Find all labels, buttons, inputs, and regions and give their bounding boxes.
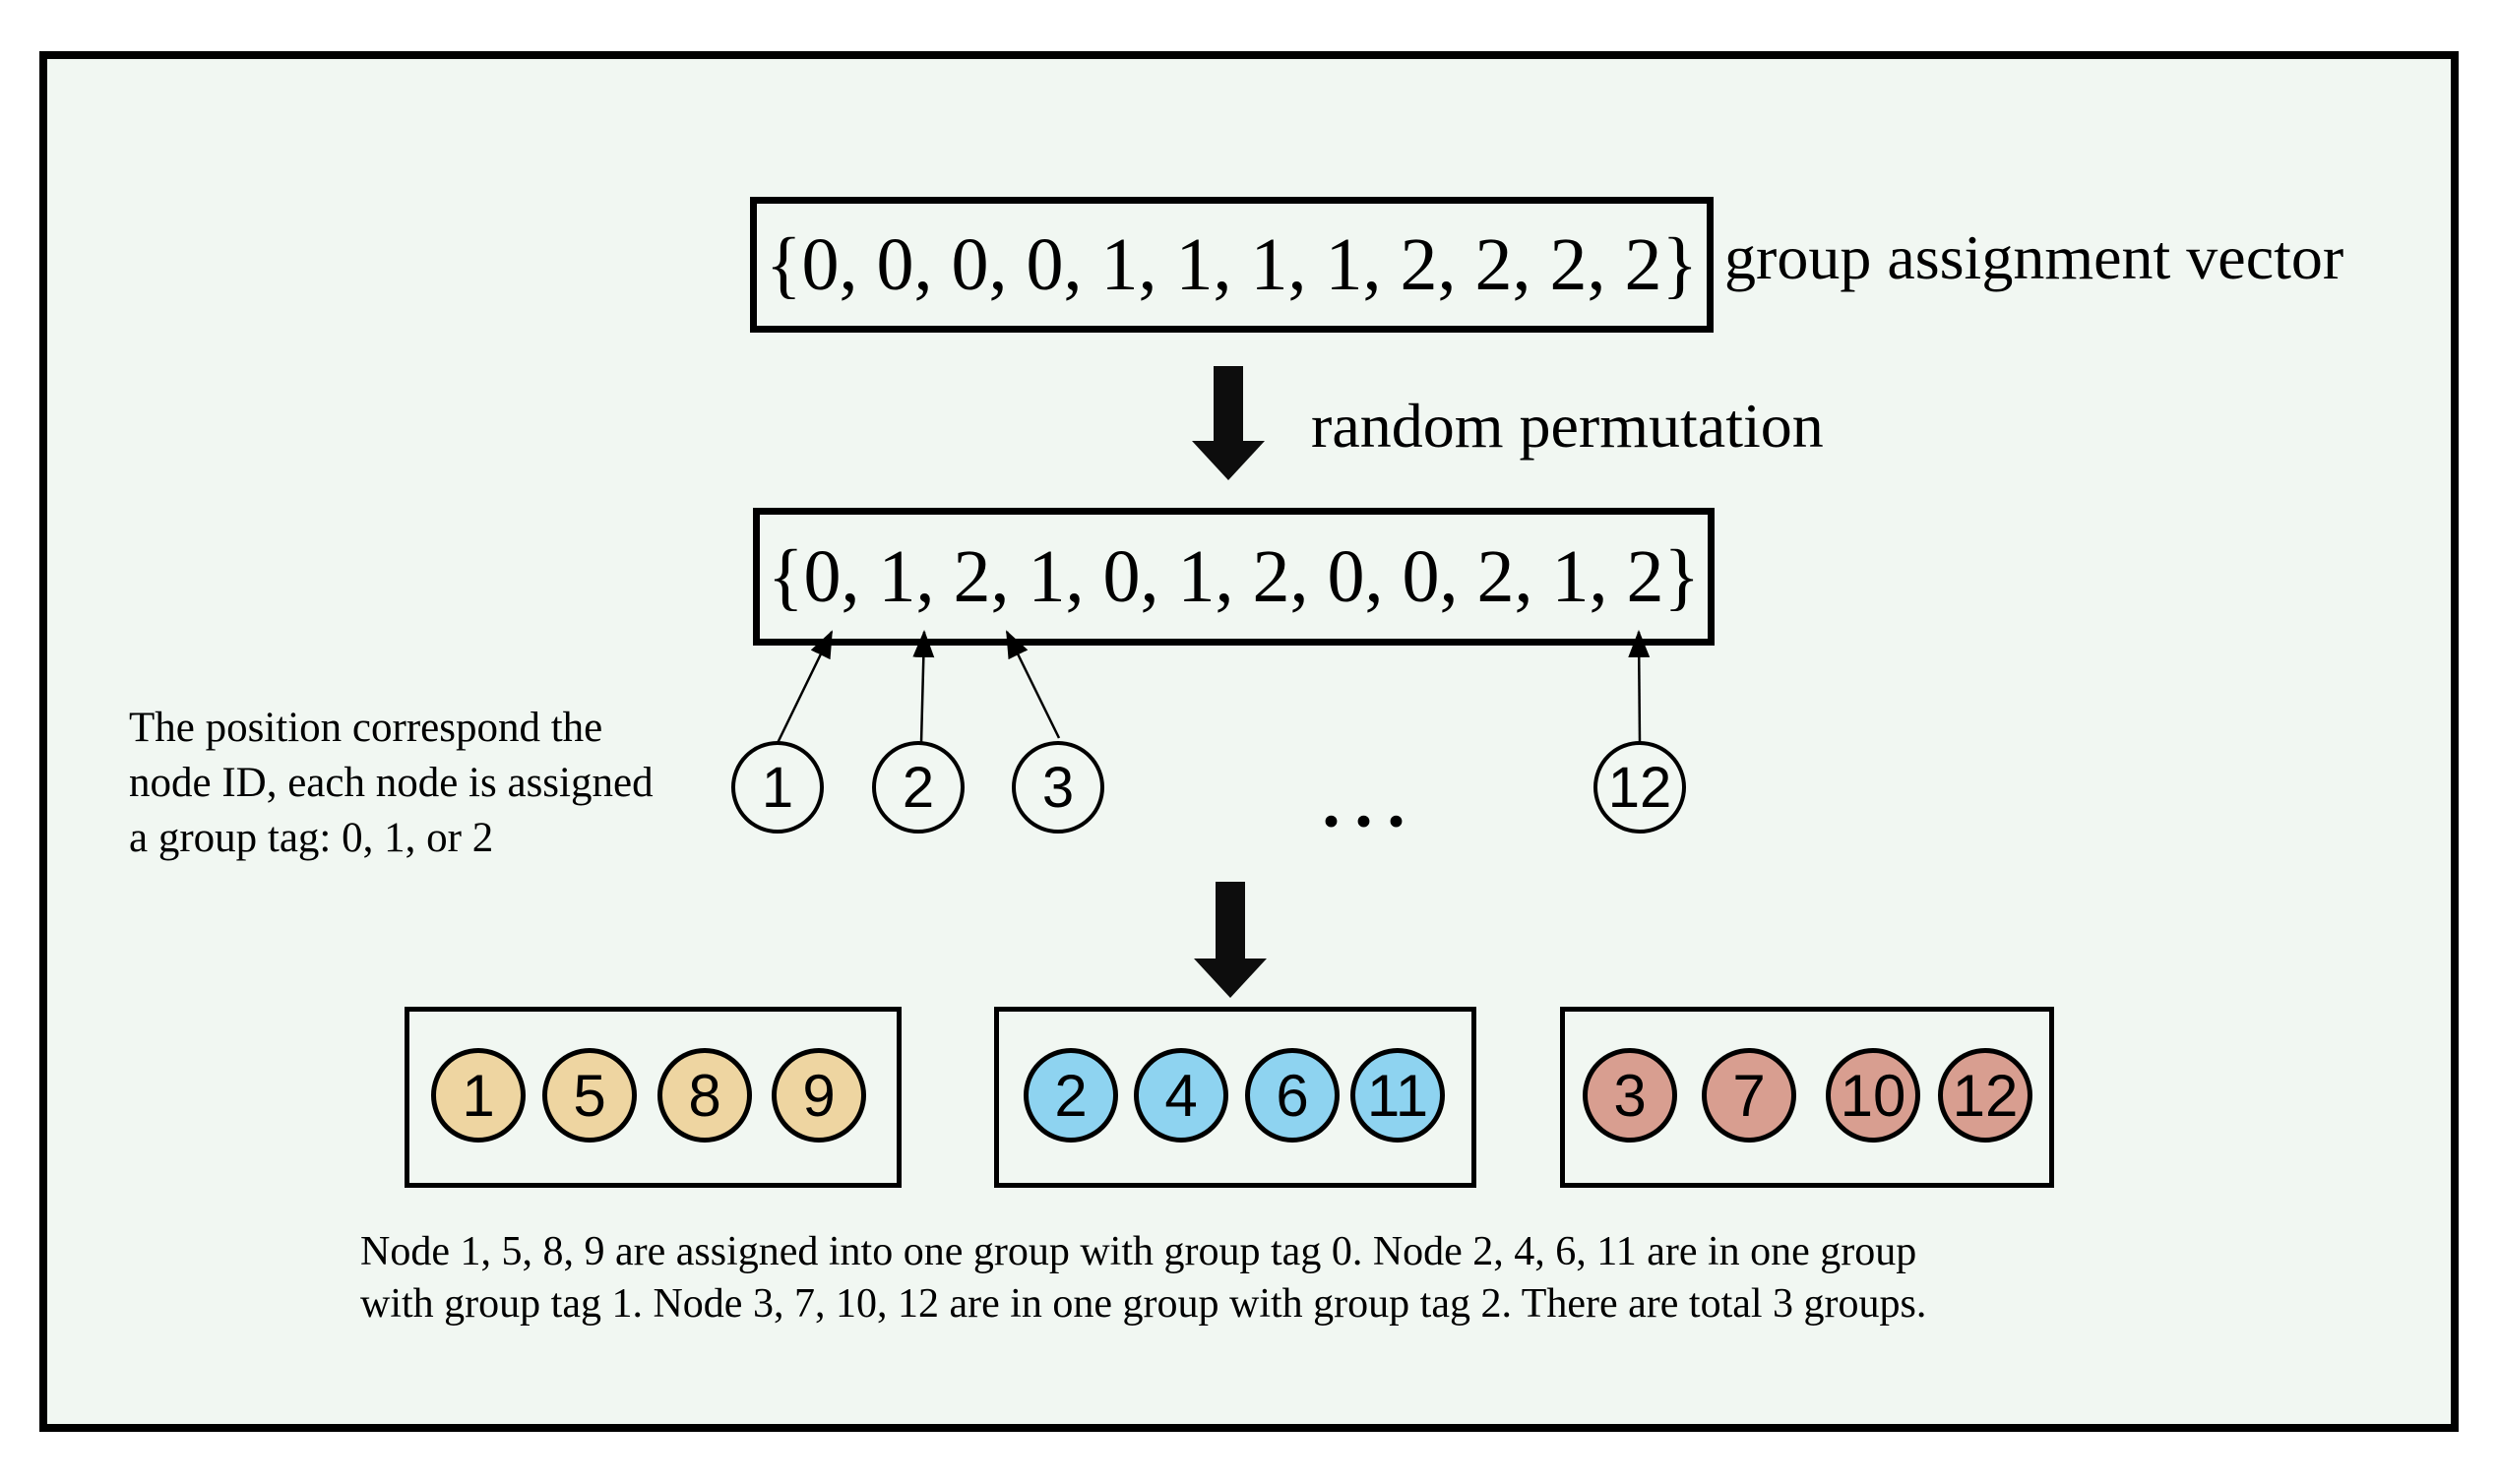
down-arrow-icon [1194,958,1267,998]
node-label: 10 [1840,1062,1906,1129]
permuted-vector-text: {0, 1, 2, 1, 0, 1, 2, 0, 0, 2, 1, 2} [768,534,1700,618]
figure-caption: Node 1, 5, 8, 9 are assigned into one gr… [360,1226,1926,1330]
node-label: 6 [1276,1062,1309,1129]
node-label: 9 [802,1062,836,1129]
group-assignment-vector-box: {0, 0, 0, 0, 1, 1, 1, 1, 2, 2, 2, 2} [750,197,1714,333]
group-assignment-vector-label: group assignment vector [1724,222,2344,292]
ellipsis: ... [1319,738,1416,847]
node-label: 5 [573,1062,606,1129]
group1-node-circle: 11 [1350,1048,1445,1143]
node-label: 12 [1952,1062,2019,1129]
node-label: 1 [462,1062,495,1129]
down-arrow-icon [1192,441,1265,480]
group2-node-circle: 12 [1938,1048,2032,1143]
node-id-label: 2 [902,755,935,820]
annotation-line: node ID, each node is assigned [129,760,654,806]
group2-node-circle: 7 [1702,1048,1796,1143]
node-label: 4 [1164,1062,1198,1129]
down-arrow-icon [1216,882,1245,958]
caption-line: with group tag 1. Node 3, 7, 10, 12 are … [360,1281,1927,1327]
node-id-circle-2: 2 [872,741,965,834]
group1-node-circle: 4 [1134,1048,1228,1143]
node-label: 3 [1613,1062,1647,1129]
group0-node-circle: 9 [772,1048,866,1143]
down-arrow-icon [1214,366,1243,441]
annotation-line: The position correspond the [129,705,603,751]
group1-node-circle: 6 [1245,1048,1340,1143]
node-label: 7 [1732,1062,1766,1129]
group0-node-circle: 5 [542,1048,637,1143]
node-id-label: 12 [1607,755,1672,820]
node-label: 2 [1054,1062,1088,1129]
group2-node-circle: 10 [1826,1048,1920,1143]
group0-node-circle: 1 [431,1048,526,1143]
caption-line: Node 1, 5, 8, 9 are assigned into one gr… [360,1229,1917,1274]
node-id-label: 3 [1041,755,1075,820]
position-annotation: The position correspond the node ID, eac… [129,701,654,866]
node-id-label: 1 [761,755,794,820]
group1-node-circle: 2 [1024,1048,1118,1143]
random-permutation-label: random permutation [1311,391,1824,461]
node-label: 8 [688,1062,721,1129]
node-id-circle-1: 1 [731,741,824,834]
permuted-vector-box: {0, 1, 2, 1, 0, 1, 2, 0, 0, 2, 1, 2} [753,508,1715,646]
group0-node-circle: 8 [657,1048,752,1143]
node-id-circle-3: 3 [1012,741,1104,834]
group-assignment-vector-text: {0, 0, 0, 0, 1, 1, 1, 1, 2, 2, 2, 2} [766,222,1698,306]
node-label: 11 [1366,1062,1429,1129]
node-id-circle-12: 12 [1593,741,1686,834]
annotation-line: a group tag: 0, 1, or 2 [129,815,494,861]
group2-node-circle: 3 [1583,1048,1677,1143]
